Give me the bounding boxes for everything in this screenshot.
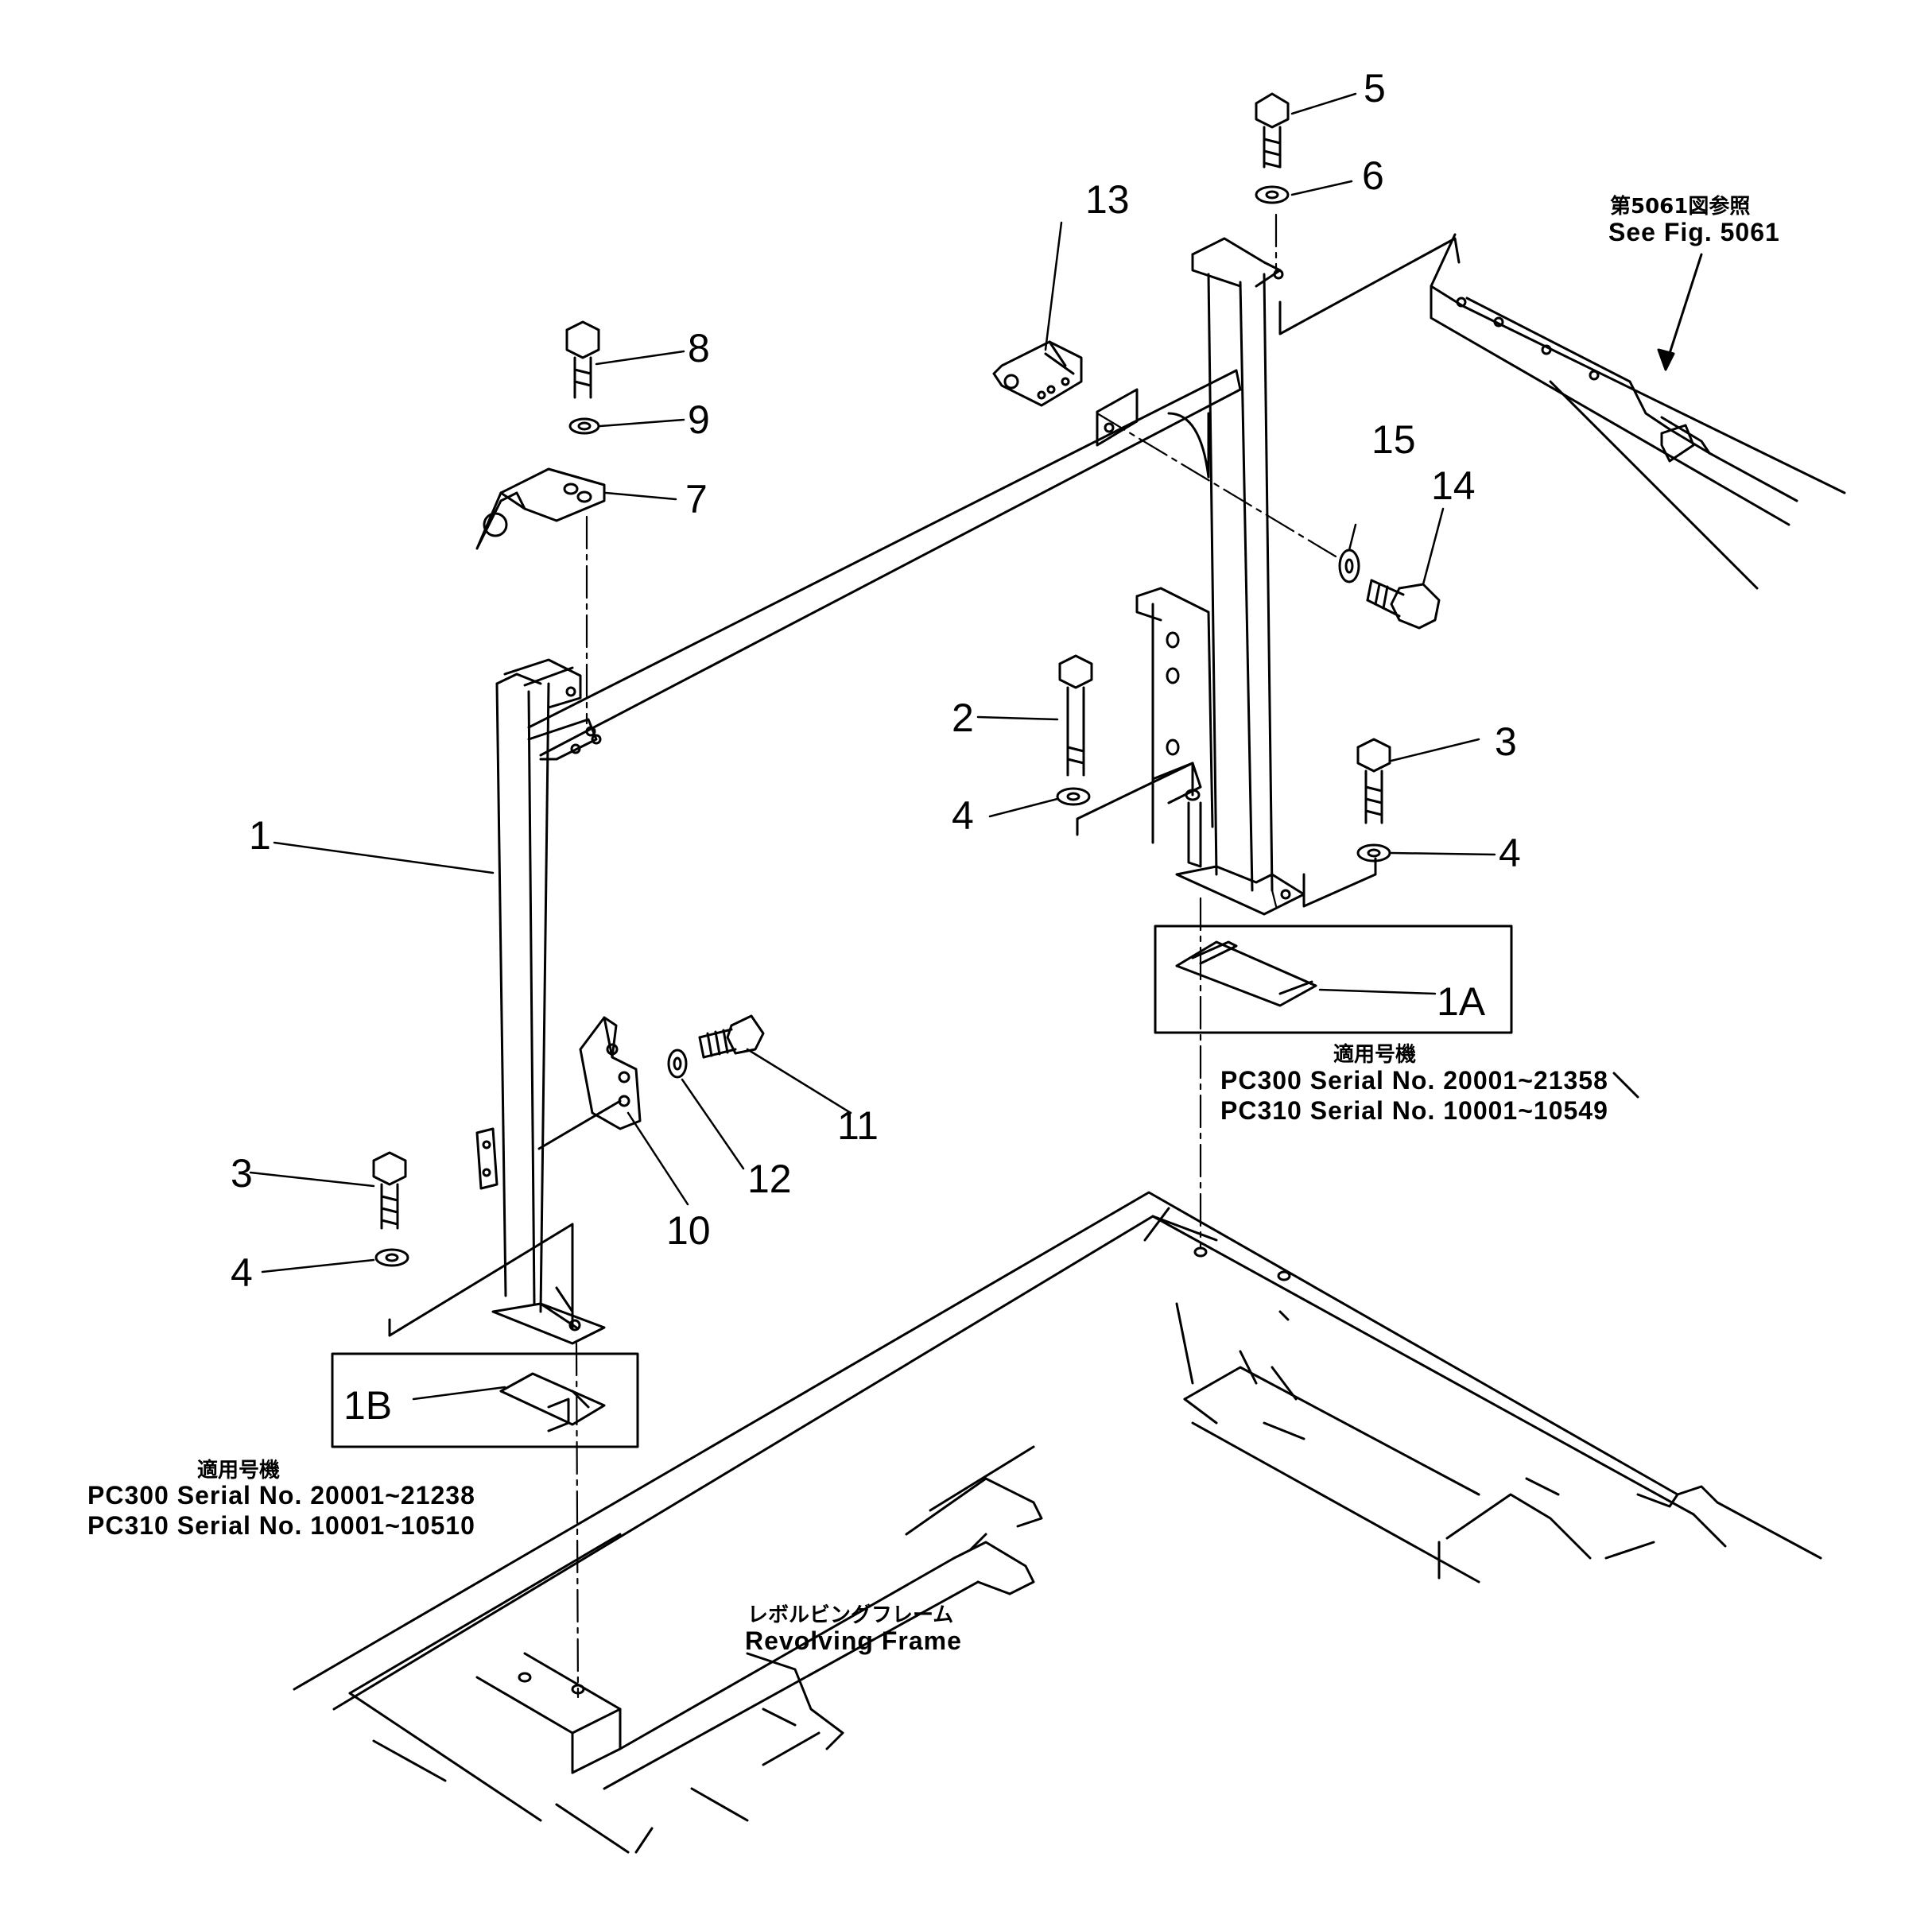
revolving-frame [293, 1072, 1822, 1854]
callout-9: 9 [688, 397, 710, 442]
callout-4-right: 4 [1499, 831, 1521, 875]
callout-1b: 1B [343, 1383, 392, 1428]
applicability-1b-heading: 適用号機 [197, 1458, 280, 1483]
left-post [388, 467, 622, 1345]
reference-en: See Fig. 5061 [1608, 218, 1780, 246]
callout-11: 11 [837, 1103, 879, 1148]
applicability-1a-line2: PC310 Serial No. 10001~10549 [1220, 1096, 1608, 1125]
callout-1: 1 [249, 813, 271, 858]
applicability-1a-line1: PC300 Serial No. 20001~21358 [1220, 1066, 1608, 1095]
right-post [992, 237, 1461, 916]
callout-7: 7 [685, 477, 708, 521]
callout-4-left: 4 [231, 1250, 253, 1295]
callout-1a: 1A [1437, 979, 1486, 1024]
callout-4-upper: 4 [952, 793, 974, 838]
inset-1a-box [1154, 925, 1513, 1034]
callout-3-left: 3 [231, 1151, 253, 1196]
callout-6: 6 [1362, 153, 1384, 198]
leader-lines [249, 92, 1496, 1401]
applicability-1b-line1: PC300 Serial No. 20001~21238 [87, 1481, 475, 1510]
applicability-1b-line2: PC310 Serial No. 10001~10510 [87, 1511, 475, 1540]
callout-15: 15 [1371, 417, 1416, 462]
reference-jp: 第5061図参照 [1610, 194, 1750, 219]
callout-3-right: 3 [1495, 719, 1517, 764]
frame-label-en: Revolving Frame [745, 1626, 962, 1655]
applicability-1a-heading: 適用号機 [1333, 1042, 1416, 1067]
annotations: 第5061図参照 See Fig. 5061 適用号機 PC300 Serial… [87, 194, 1780, 1655]
inset-1b-box [331, 1352, 639, 1448]
callout-8: 8 [688, 326, 710, 370]
callout-5: 5 [1364, 66, 1386, 110]
callout-12: 12 [747, 1157, 792, 1201]
callout-14: 14 [1431, 463, 1476, 508]
callout-labels: 5 6 13 8 9 7 15 14 2 4 3 4 1 1A 11 12 10… [231, 66, 1521, 1428]
cross-beam [527, 369, 1242, 757]
fasteners [372, 92, 1441, 1267]
callout-10: 10 [666, 1208, 711, 1253]
frame-label-jp: レボルビングフレーム [747, 1603, 953, 1627]
callout-2: 2 [952, 696, 974, 740]
upper-frame-reference [1430, 233, 1846, 590]
alignment-lines [575, 213, 1337, 1699]
callout-13: 13 [1085, 177, 1130, 222]
